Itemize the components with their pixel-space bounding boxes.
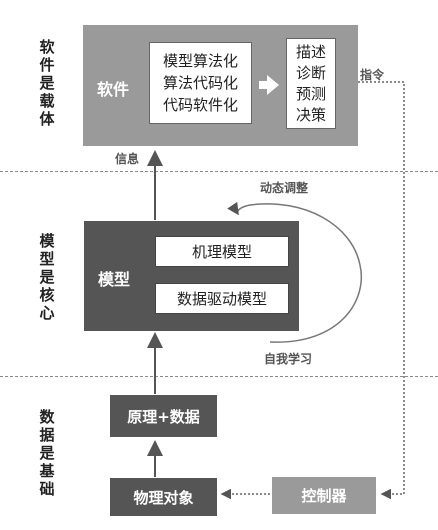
section-divider-bottom [0, 376, 438, 377]
software-title: 软件 [97, 80, 130, 99]
software-output-box: 描述 诊断 预测 决策 [286, 38, 336, 129]
info-label: 信息 [115, 152, 140, 166]
controller-label: 控制器 [301, 487, 347, 505]
side-label-model: 模型是核心 [39, 232, 55, 322]
physical-object-label: 物理对象 [133, 488, 194, 507]
self-learning-label: 自我学习 [264, 352, 313, 366]
side-label-software: 软件是载体 [39, 38, 55, 128]
section-divider-top [0, 171, 438, 172]
physical-object-box: 物理对象 [110, 478, 217, 516]
output-decide: 决策 [295, 105, 326, 124]
side-label-data: 数据是基础 [39, 408, 55, 498]
feedback-loop-arc [227, 201, 362, 343]
software-line-3: 代码软件化 [162, 96, 238, 114]
model-title: 模型 [98, 270, 131, 289]
software-box: 软件 模型算法化 算法代码化 代码软件化 描述 诊断 预测 决策 [83, 25, 358, 146]
software-inner-arrow [259, 75, 279, 95]
command-path [358, 81, 405, 500]
controller-box: 控制器 [272, 477, 376, 514]
principle-data-label: 原理+数据 [127, 407, 200, 426]
data-driven-model-box: 数据驱动模型 [155, 283, 289, 314]
software-line-2: 算法代码化 [162, 74, 238, 92]
model-box: 模型 机理模型 数据驱动模型 [84, 221, 299, 331]
software-process-box: 模型算法化 算法代码化 代码软件化 [149, 42, 252, 124]
output-describe: 描述 [295, 42, 326, 61]
principle-data-box: 原理+数据 [110, 395, 217, 437]
software-line-1: 模型算法化 [162, 52, 238, 70]
mechanism-model-box: 机理模型 [155, 236, 289, 267]
output-diagnose: 诊断 [295, 63, 326, 82]
dynamic-adjust-label: 动态调整 [260, 181, 309, 195]
command-label: 指令 [360, 68, 385, 82]
output-predict: 预测 [295, 84, 326, 103]
